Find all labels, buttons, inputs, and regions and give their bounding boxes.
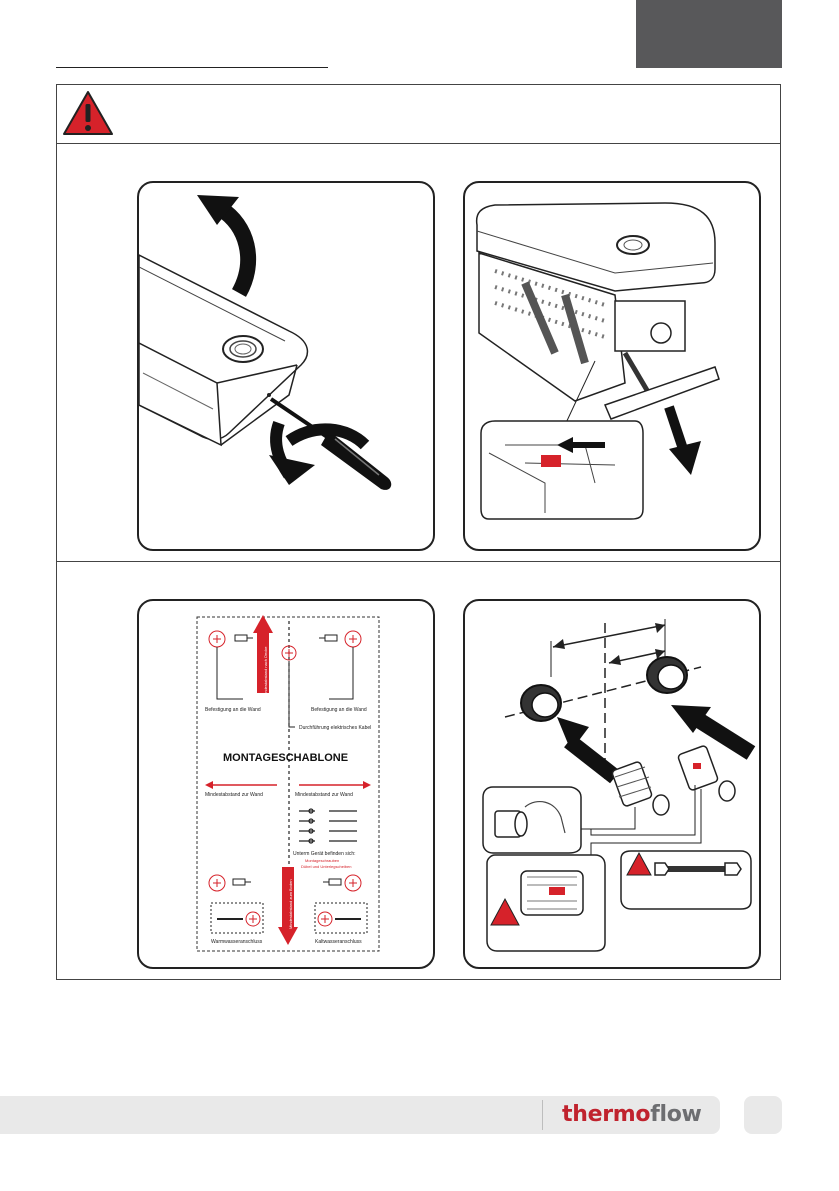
corner-tab xyxy=(636,0,782,68)
warning-icon xyxy=(62,89,114,137)
brand-part2: flow xyxy=(650,1102,701,1127)
detail-inset xyxy=(481,421,643,519)
row-divider-top xyxy=(56,143,781,144)
below-items-line1: Montageschrauben xyxy=(305,858,339,863)
arrow-down-icon xyxy=(669,441,701,475)
cold-water-label: Kaltwasseranschluss xyxy=(315,939,362,945)
water-connectors-illustration xyxy=(465,601,759,967)
cable-passage-label: Durchführung elektrisches Kabel xyxy=(299,725,371,731)
unscrew-cover-illustration xyxy=(139,183,433,549)
vertical-bottom-label: Mindestabstand zum Boden xyxy=(288,879,293,929)
panel-unscrew-cover xyxy=(137,181,435,551)
wrench-icon xyxy=(655,863,669,875)
row-divider-middle xyxy=(56,561,781,562)
header-rule xyxy=(56,67,328,68)
rotate-arrow-icon xyxy=(269,455,315,485)
wall-mount-left-label: Befestigung an die Wand xyxy=(205,707,261,713)
brand-logo: thermoflow xyxy=(562,1100,702,1130)
panel-water-connectors xyxy=(463,599,761,969)
vertical-top-label: Mindestabstand nach Decke xyxy=(263,646,268,697)
min-distance-left-label: Mindestabstand zur Wand xyxy=(205,792,263,798)
remove-cover-illustration xyxy=(465,183,759,549)
panel-mounting-template: Befestigung an die Wand Befestigung an d… xyxy=(137,599,435,969)
min-distance-right-label: Mindestabstand zur Wand xyxy=(295,792,353,798)
below-items-line2: Dübel und Unterlegscheiben xyxy=(301,864,351,869)
page-number-box xyxy=(744,1096,782,1134)
wall-mount-right-label: Befestigung an die Wand xyxy=(311,707,367,713)
panel-remove-cover xyxy=(463,181,761,551)
below-device-label: Unterm Gerät befinden sich: xyxy=(293,851,356,857)
brand-part1: thermo xyxy=(562,1102,650,1127)
hot-water-label: Warmwasseranschluss xyxy=(211,939,263,945)
template-title: MONTAGESCHABLONE xyxy=(223,752,348,764)
mounting-template-sheet: Befestigung an die Wand Befestigung an d… xyxy=(139,601,433,967)
footer-divider xyxy=(542,1100,543,1130)
